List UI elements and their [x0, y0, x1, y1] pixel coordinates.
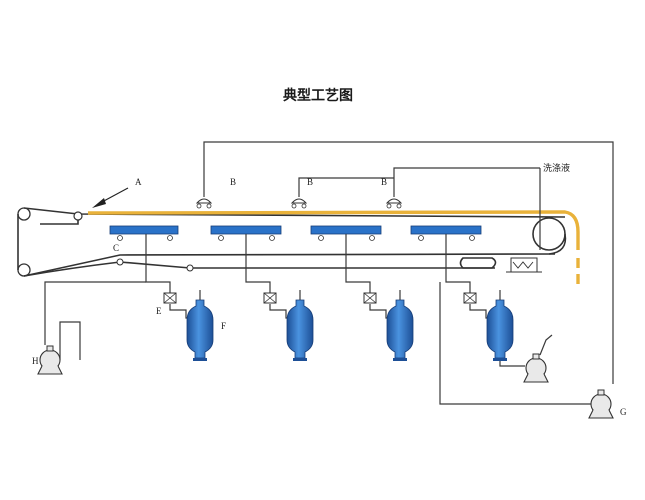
- filter-cloth: [87, 210, 580, 284]
- valve-2: [263, 292, 277, 304]
- label-h: H: [32, 356, 39, 366]
- vacuum-box-4: [410, 225, 482, 241]
- valve-1: [163, 292, 177, 304]
- pumps: [37, 345, 614, 419]
- diagram-title: 典型工艺图: [283, 87, 353, 104]
- vacuum-boxes: [109, 225, 482, 241]
- valve-4: [463, 292, 477, 304]
- vacuum-box-3: [310, 225, 382, 241]
- nozzle-2: [290, 198, 308, 209]
- feed-arrow: [92, 187, 129, 208]
- label-wash-liquid: 洗涤液: [543, 162, 570, 173]
- cloth-wash-device: [506, 168, 542, 273]
- label-g: G: [620, 407, 627, 417]
- vacuum-box-1: [109, 225, 179, 241]
- label-b-3: B: [381, 177, 387, 187]
- nozzle-3: [385, 198, 403, 209]
- receiver-3: [386, 299, 414, 362]
- receiver-1: [186, 299, 214, 362]
- label-f: F: [221, 321, 226, 331]
- belt-conveyor: [17, 207, 567, 277]
- pump-filtrate: [523, 353, 549, 383]
- label-a: A: [135, 177, 142, 187]
- valve-3: [363, 292, 377, 304]
- pump-h: [37, 345, 63, 375]
- valves: [163, 292, 477, 304]
- wash-manifold: [203, 141, 614, 384]
- label-e: E: [156, 306, 162, 316]
- receiver-2: [286, 299, 314, 362]
- nozzle-1: [195, 198, 213, 209]
- labels: A B B B 洗涤液 C E F H G: [32, 162, 627, 417]
- label-b-1: B: [230, 177, 236, 187]
- pump-g: [588, 389, 614, 419]
- wash-nozzles: [195, 198, 403, 209]
- label-b-2: B: [307, 177, 313, 187]
- filtrate-piping: [44, 234, 598, 405]
- receiver-4: [486, 299, 514, 362]
- label-c: C: [113, 243, 119, 253]
- filtrate-receivers: [186, 299, 514, 362]
